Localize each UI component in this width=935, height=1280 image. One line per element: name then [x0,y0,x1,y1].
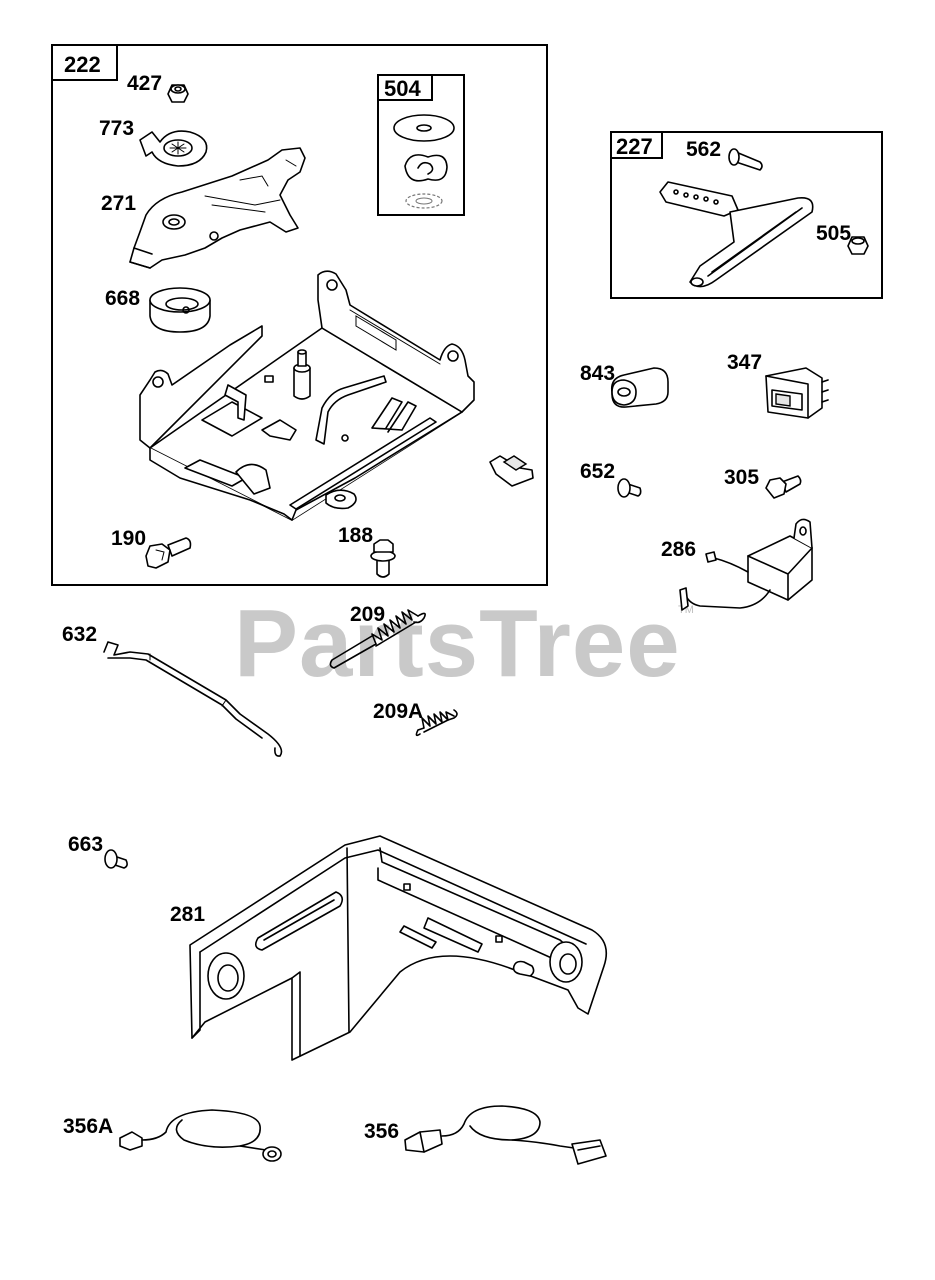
callout-668: 668 [105,287,140,310]
assembly-box-504: 504 [377,74,465,216]
part-505-nut[interactable] [847,236,869,255]
part-188-bolt[interactable] [370,539,396,578]
part-small-clip[interactable] [489,455,534,487]
part-773-washer[interactable] [139,130,208,167]
callout-356: 356 [364,1120,399,1143]
box-label-222: 222 [64,52,101,77]
callout-281: 281 [170,903,205,926]
part-356A-wire-harness[interactable] [119,1109,282,1162]
part-190-bolt[interactable] [145,537,192,569]
part-mounting-bracket-tray[interactable] [139,270,475,521]
callout-209: 209 [350,603,385,626]
part-271-control-lever[interactable] [129,147,306,269]
part-663-screw[interactable] [104,849,128,869]
box-label-504: 504 [384,76,421,101]
callout-305: 305 [724,466,759,489]
part-652-screw[interactable] [617,478,642,498]
part-504-washer-kit[interactable] [393,114,455,209]
callout-356A: 356A [63,1115,113,1138]
part-843-boot[interactable] [610,367,669,408]
callout-188: 188 [338,524,373,547]
assembly-box-222: 222 [51,44,548,586]
callout-286: 286 [661,538,696,561]
part-305-bolt[interactable] [765,475,802,499]
part-427-nut[interactable] [167,84,189,103]
callout-190: 190 [111,527,146,550]
part-668-hub[interactable] [149,287,211,333]
part-632-link-rod[interactable] [103,641,283,757]
callout-632: 632 [62,623,97,646]
part-281-engine-bracket[interactable] [189,835,608,1061]
box-label-227: 227 [616,134,653,159]
partstree-watermark: PartsTree TM [234,590,694,697]
callout-843: 843 [580,362,615,385]
callout-209A: 209A [373,700,423,723]
part-227-lever[interactable] [659,181,814,288]
callout-652: 652 [580,460,615,483]
watermark-text: PartsTree [234,590,681,697]
part-286-module[interactable] [679,518,813,611]
callout-663: 663 [68,833,103,856]
part-356-wire-harness[interactable] [404,1105,607,1165]
callout-427: 427 [127,72,162,95]
callout-271: 271 [101,192,136,215]
part-209-spring[interactable] [329,609,426,669]
assembly-box-227: 227 [610,131,883,299]
callout-505: 505 [816,222,851,245]
callout-347: 347 [727,351,762,374]
callout-562: 562 [686,138,721,161]
part-209A-spring[interactable] [415,709,458,737]
callout-773: 773 [99,117,134,140]
part-347-switch[interactable] [765,367,829,419]
part-562-pin[interactable] [728,148,763,171]
